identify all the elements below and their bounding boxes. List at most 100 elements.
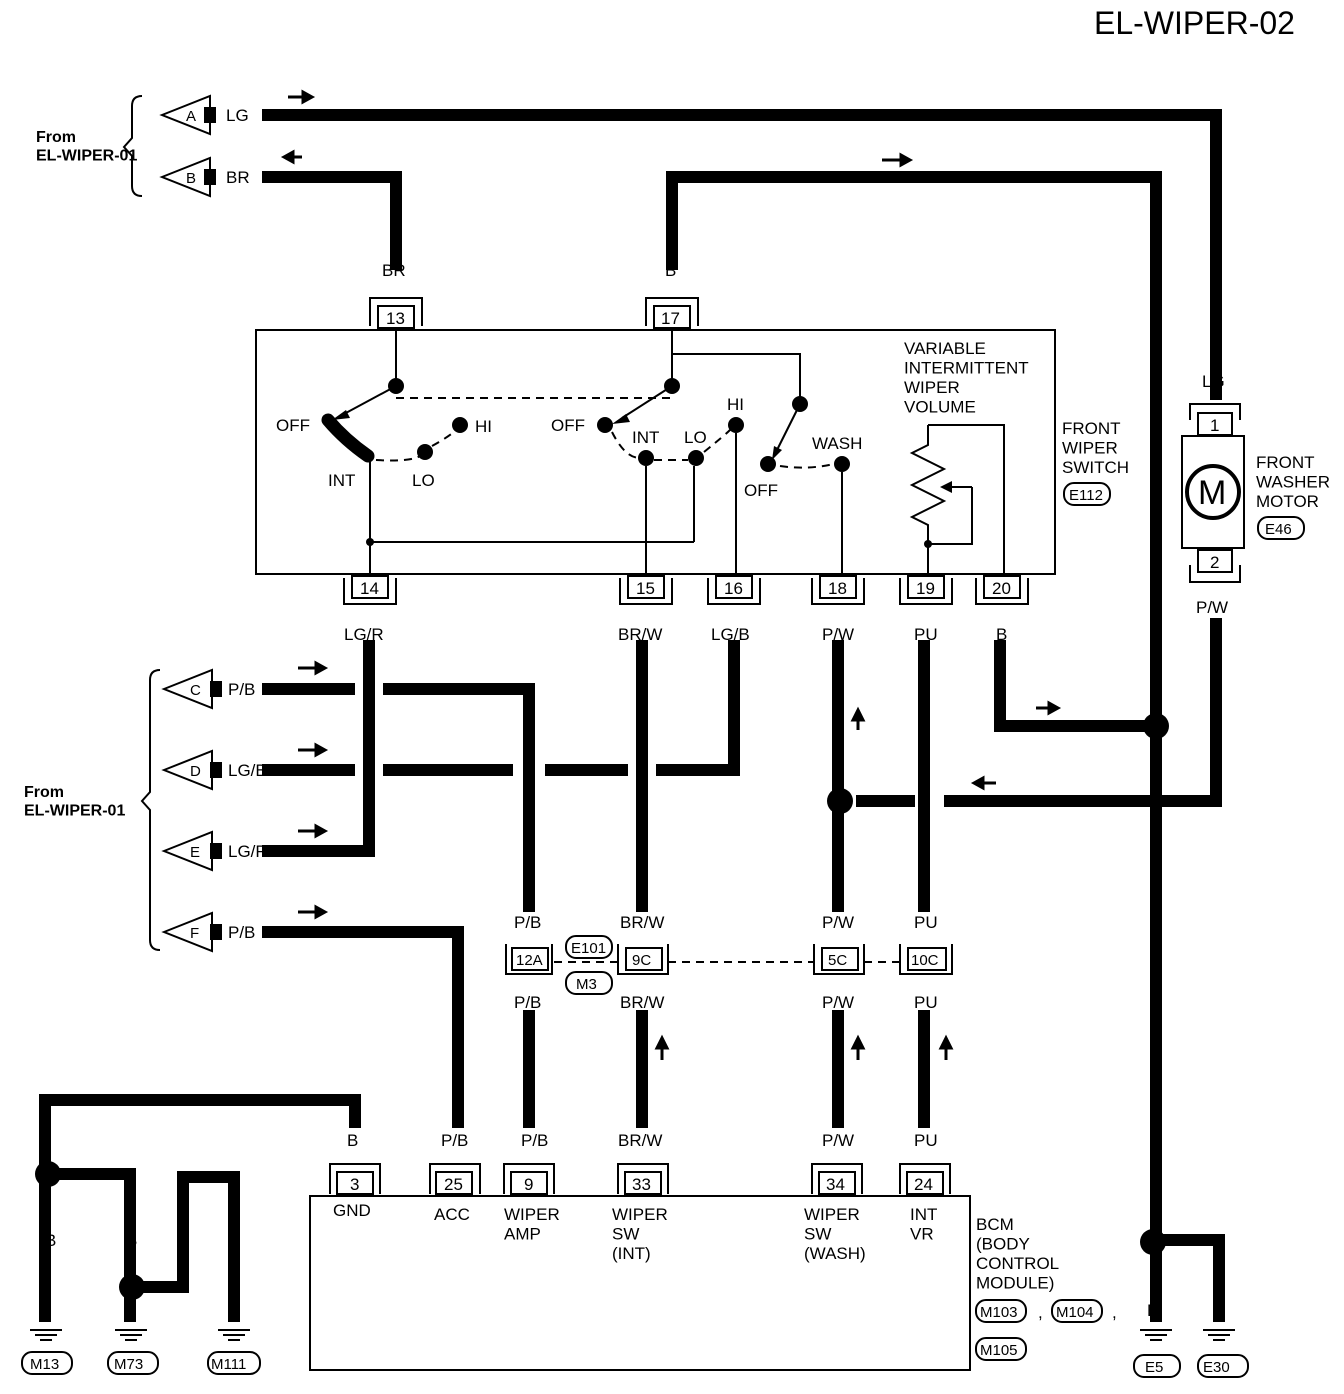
connector-C: C P/B — [161, 668, 255, 710]
svg-text:P/B: P/B — [228, 923, 255, 942]
svg-text:15: 15 — [636, 579, 655, 598]
ground-symbol-icon — [30, 1329, 1235, 1341]
svg-text:P/B: P/B — [514, 993, 541, 1012]
switch-pins-bottom: 14 LG/R 15 BR/W 16 LG/B 18 P/W — [343, 575, 1029, 644]
svg-text:BR/W: BR/W — [618, 1131, 662, 1150]
svg-text:20: 20 — [992, 579, 1011, 598]
svg-text:B: B — [176, 1231, 187, 1250]
svg-text:1: 1 — [1210, 416, 1219, 435]
svg-text:5C: 5C — [828, 952, 847, 969]
switch-pin-19: 19 PU — [899, 575, 953, 644]
svg-text:E: E — [190, 844, 200, 861]
svg-text:B: B — [1147, 1301, 1158, 1320]
svg-text:P/W: P/W — [822, 913, 854, 932]
svg-text:LG: LG — [226, 106, 249, 125]
pos-int: INT — [328, 471, 355, 490]
svg-text:PU: PU — [914, 625, 938, 644]
switch-connector-tag: E112 — [1063, 482, 1111, 506]
svg-text:2: 2 — [1210, 553, 1219, 572]
svg-text:24: 24 — [914, 1175, 933, 1194]
svg-text:E101: E101 — [571, 940, 606, 957]
svg-text:17: 17 — [661, 309, 680, 328]
svg-text:LG/R: LG/R — [344, 625, 384, 644]
pos-int-2: INT — [632, 428, 659, 447]
svg-text:A: A — [186, 108, 196, 125]
pos-off-2: OFF — [551, 416, 585, 435]
svg-text:33: 33 — [632, 1175, 651, 1194]
svg-text:12A: 12A — [516, 952, 543, 969]
pos-lo: LO — [412, 471, 435, 490]
connector-E: E LG/R — [161, 830, 268, 872]
switch-pin-20: 20 B — [975, 575, 1029, 644]
switch-pin-18: 18 P/W — [811, 575, 865, 644]
svg-text:E112: E112 — [1069, 487, 1103, 504]
harness-connectors: A LG B BR C P/B D LG/B E LG/R — [159, 94, 268, 953]
svg-text:B: B — [186, 170, 196, 187]
svg-text:P/W: P/W — [822, 1131, 854, 1150]
svg-text:B: B — [347, 1131, 358, 1150]
svg-text:16: 16 — [724, 579, 743, 598]
svg-text:BR/W: BR/W — [618, 625, 662, 644]
pos-hi: HI — [475, 417, 492, 436]
switch-pin-17: B 17 — [645, 261, 699, 329]
svg-text:3: 3 — [350, 1175, 359, 1194]
diagram-title: EL-WIPER-02 — [1094, 5, 1295, 41]
svg-text:B: B — [665, 261, 676, 280]
pos-off-3: OFF — [744, 481, 778, 500]
svg-text:13: 13 — [386, 309, 405, 328]
svg-text:PU: PU — [914, 913, 938, 932]
switch-pin-16: 16 LG/B — [707, 575, 761, 644]
svg-text:M111: M111 — [211, 1356, 246, 1373]
svg-text:E30: E30 — [1203, 1359, 1230, 1376]
svg-text:19: 19 — [916, 579, 935, 598]
svg-text:M3: M3 — [576, 976, 597, 993]
svg-text:D: D — [190, 763, 201, 780]
svg-text:25: 25 — [444, 1175, 463, 1194]
bcm-pin-25: P/B 25 ACC — [429, 1131, 481, 1224]
ground-M73: M73 — [107, 1351, 159, 1375]
svg-text:B: B — [1214, 1301, 1225, 1320]
svg-text:,: , — [1112, 1303, 1117, 1322]
switch-pin-13: BR 13 — [369, 261, 423, 329]
ground-E5: E5 — [1133, 1354, 1181, 1378]
pos-lo-2: LO — [684, 428, 707, 447]
svg-text:B: B — [45, 1231, 56, 1250]
svg-text:ACC: ACC — [434, 1205, 470, 1224]
svg-text:B: B — [228, 1231, 239, 1250]
svg-text:C: C — [190, 682, 201, 699]
pos-off: OFF — [276, 416, 310, 435]
svg-text:BR/W: BR/W — [620, 993, 664, 1012]
svg-text:LG: LG — [1202, 372, 1225, 391]
ground-M13: M13 — [21, 1351, 73, 1375]
connector-D: D LG/B — [161, 749, 267, 791]
svg-text:LG/B: LG/B — [228, 761, 267, 780]
svg-text:BR/W: BR/W — [620, 913, 664, 932]
svg-text:P/B: P/B — [521, 1131, 548, 1150]
wire-junctions — [35, 713, 1169, 1300]
svg-text:LG/B: LG/B — [711, 625, 750, 644]
current-flow-arrows — [280, 89, 1062, 1060]
svg-text:P/B: P/B — [441, 1131, 468, 1150]
joint-connector: P/B BR/W P/W PU 12A 9C 5C 10C E101 M3 P/… — [505, 913, 953, 1012]
svg-text:F: F — [190, 925, 199, 942]
svg-text:BR: BR — [226, 168, 250, 187]
svg-text:18: 18 — [828, 579, 847, 598]
connector-A: A LG — [159, 94, 249, 136]
svg-text:10C: 10C — [911, 952, 939, 969]
svg-text:PU: PU — [914, 993, 938, 1012]
